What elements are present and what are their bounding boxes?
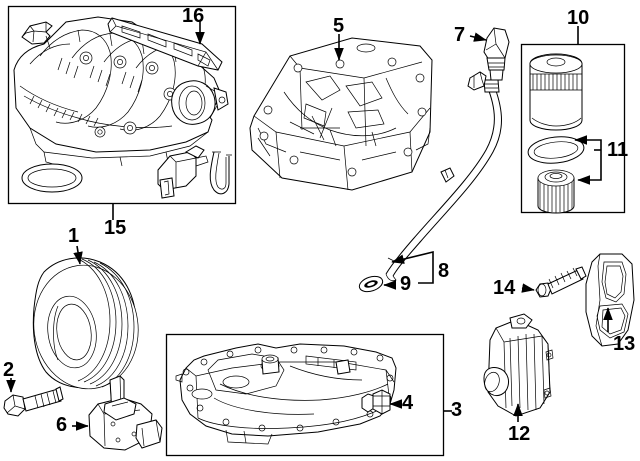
- leader-1: [73, 245, 83, 265]
- callout-label-6: 6: [56, 414, 68, 436]
- leader-14: [521, 283, 535, 293]
- intake-manifold: [13, 16, 229, 167]
- leader-7: [469, 32, 487, 42]
- guide-tube-o-ring: [358, 275, 384, 293]
- intake-manifold-sensor: [157, 145, 209, 199]
- leader-11b: [577, 150, 602, 185]
- oil-dipstick-handle: [483, 27, 510, 81]
- callout-label-1: 1: [68, 225, 80, 247]
- oil-level-sensor: [88, 375, 163, 451]
- crankshaft-pulley-damper: [32, 257, 139, 390]
- oil-drain-plug: [361, 389, 391, 415]
- engine-oil-cooler: [483, 313, 554, 417]
- callout-label-4: 4: [402, 392, 414, 414]
- intake-manifold-o-ring-seal: [21, 163, 83, 193]
- intake-manifold-gasket: [107, 17, 223, 71]
- leader-8-bracket: [418, 270, 434, 284]
- callout-label-8: 8: [438, 260, 450, 282]
- callout-label-12: 12: [508, 423, 531, 445]
- pulley-center-bolt: [3, 386, 64, 417]
- callout-label-7: 7: [454, 24, 466, 46]
- callout-label-10: 10: [567, 7, 590, 29]
- vacuum-hose: [209, 151, 232, 195]
- callout-label-2: 2: [3, 359, 15, 381]
- callout-label-3: 3: [451, 399, 463, 421]
- lower-oil-pan-group-box: [165, 333, 445, 457]
- leader-11a: [574, 135, 602, 150]
- callout-label-5: 5: [333, 15, 345, 37]
- oil-filter-group-box: [520, 43, 626, 214]
- callout-label-13: 13: [613, 333, 636, 355]
- oil-cooler-gasket: [585, 253, 635, 347]
- callout-label-11: 11: [607, 139, 629, 161]
- callout-label-15: 15: [104, 217, 127, 239]
- intake-manifold-group-box: [7, 5, 237, 205]
- oil-filter-o-ring: [527, 136, 585, 164]
- oil-filter-element: [537, 169, 575, 214]
- callout-label-16: 16: [182, 5, 205, 27]
- upper-oil-pan-ladder-frame: [249, 37, 433, 191]
- leader-8: [391, 250, 434, 270]
- callout-label-9: 9: [400, 273, 412, 295]
- lower-oil-pan: [175, 343, 397, 445]
- callout-label-14: 14: [493, 277, 516, 299]
- intake-manifold-bracket: [21, 21, 53, 45]
- oil-cooler-stud-bolt: [535, 266, 587, 298]
- oil-filter-cap: [529, 53, 583, 131]
